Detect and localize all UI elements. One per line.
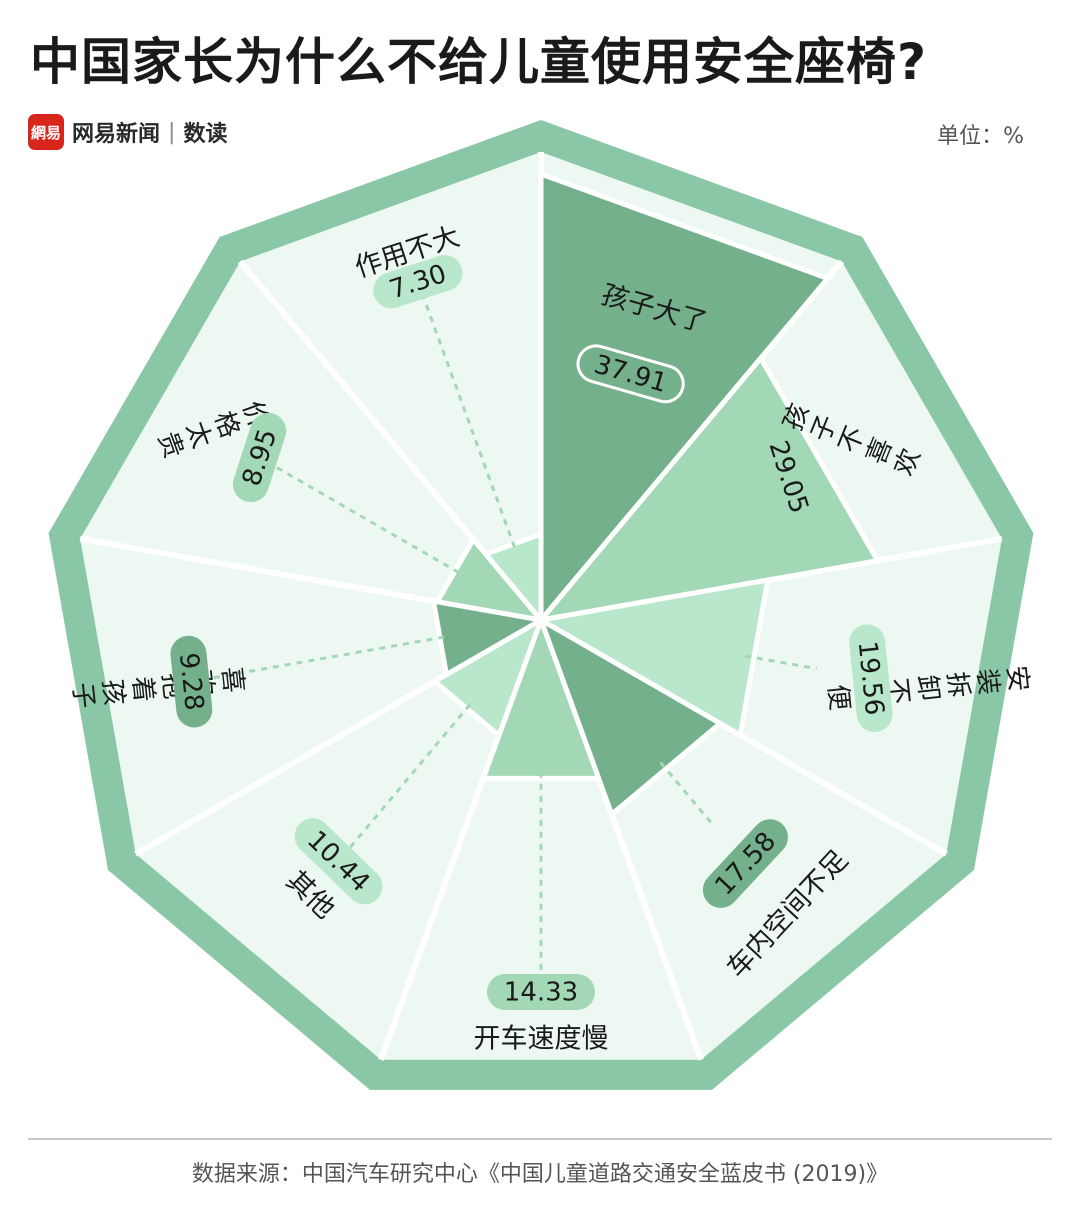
leader-line	[744, 654, 818, 671]
value-pill	[487, 974, 595, 1010]
value-pill	[232, 412, 287, 503]
unit-label: 单位：%	[937, 124, 1024, 149]
value-tag: 9.28	[170, 635, 213, 728]
leader-line	[267, 461, 460, 574]
value-pill	[294, 818, 383, 905]
value-pill	[759, 424, 818, 530]
value-tag: 19.56	[849, 624, 893, 732]
value-tag: 14.33	[487, 974, 595, 1010]
category-char: 着	[126, 675, 159, 704]
data-wedges	[430, 171, 881, 817]
leader-line	[659, 761, 716, 828]
brand-separator: |	[168, 119, 176, 145]
value-pill	[576, 344, 685, 404]
leader-line	[347, 703, 472, 851]
leader-line	[200, 635, 445, 682]
value-label: 9.28	[173, 651, 209, 712]
category-char: 装	[971, 667, 1004, 696]
value-tag: 8.95	[232, 412, 287, 503]
value-pill	[702, 819, 788, 908]
footer-divider	[28, 1138, 1052, 1140]
value-pill	[170, 635, 213, 728]
category-text: 开车速度慢	[474, 1024, 609, 1055]
value-label: 14.33	[504, 978, 578, 1008]
category-char: 子	[67, 681, 100, 710]
category-char: 喜	[216, 665, 249, 694]
chart-title: 中国家长为什么不给儿童使用安全座椅?	[30, 33, 928, 91]
category-char: 卸	[911, 674, 944, 703]
category-char: 便	[822, 683, 855, 712]
value-pill	[373, 255, 463, 309]
category-char: 拆	[941, 670, 974, 699]
brand-name: 网易新闻	[72, 122, 161, 147]
brand: 網易 网易新闻 | 数读	[28, 114, 227, 150]
brand-sub: 数读	[183, 122, 228, 147]
category-char: 安	[1001, 664, 1034, 693]
netease-logo-icon: 網易	[28, 114, 64, 150]
value-pill	[849, 624, 893, 732]
category-label: 开车速度慢	[474, 1024, 609, 1055]
leader-line	[419, 290, 516, 548]
category-char: 孩	[96, 678, 129, 707]
data-source: 数据来源：中国汽车研究中心《中国儿童道路交通安全蓝皮书 (2019)》	[191, 1162, 889, 1187]
